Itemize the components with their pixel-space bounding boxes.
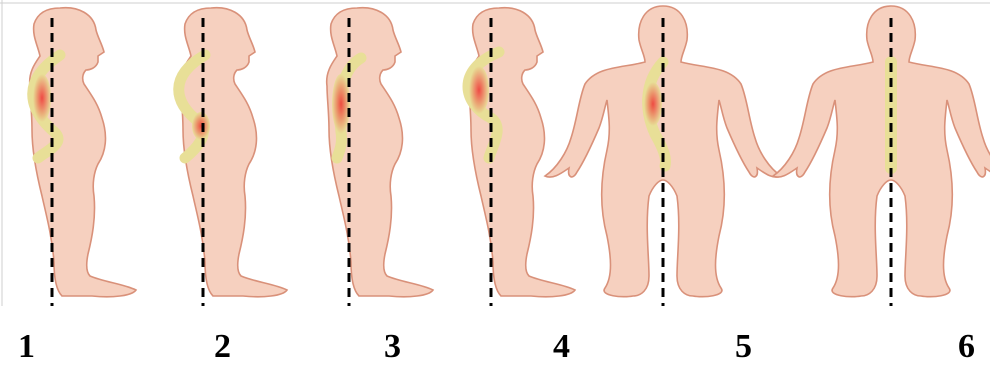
figure-label-1: 1 [18, 330, 35, 364]
figure-label-6: 6 [958, 330, 975, 364]
figure-2 [179, 8, 287, 306]
figure-label-2: 2 [214, 330, 231, 364]
figure-label-3: 3 [384, 330, 401, 364]
spine-affected-area-3 [332, 74, 350, 134]
figure-3 [327, 8, 433, 306]
posture-diagram [0, 0, 990, 310]
figure-1 [30, 8, 136, 306]
figure-4 [468, 8, 575, 306]
figure-6 [773, 6, 990, 306]
spine-affected-area-4 [469, 66, 489, 114]
spine-affected-area-1 [33, 74, 51, 122]
figure-5 [545, 6, 781, 306]
spine-affected-area-2 [192, 112, 210, 140]
figure-label-5: 5 [735, 330, 752, 364]
figure-label-4: 4 [553, 330, 570, 364]
spine-affected-area-5 [644, 82, 662, 126]
